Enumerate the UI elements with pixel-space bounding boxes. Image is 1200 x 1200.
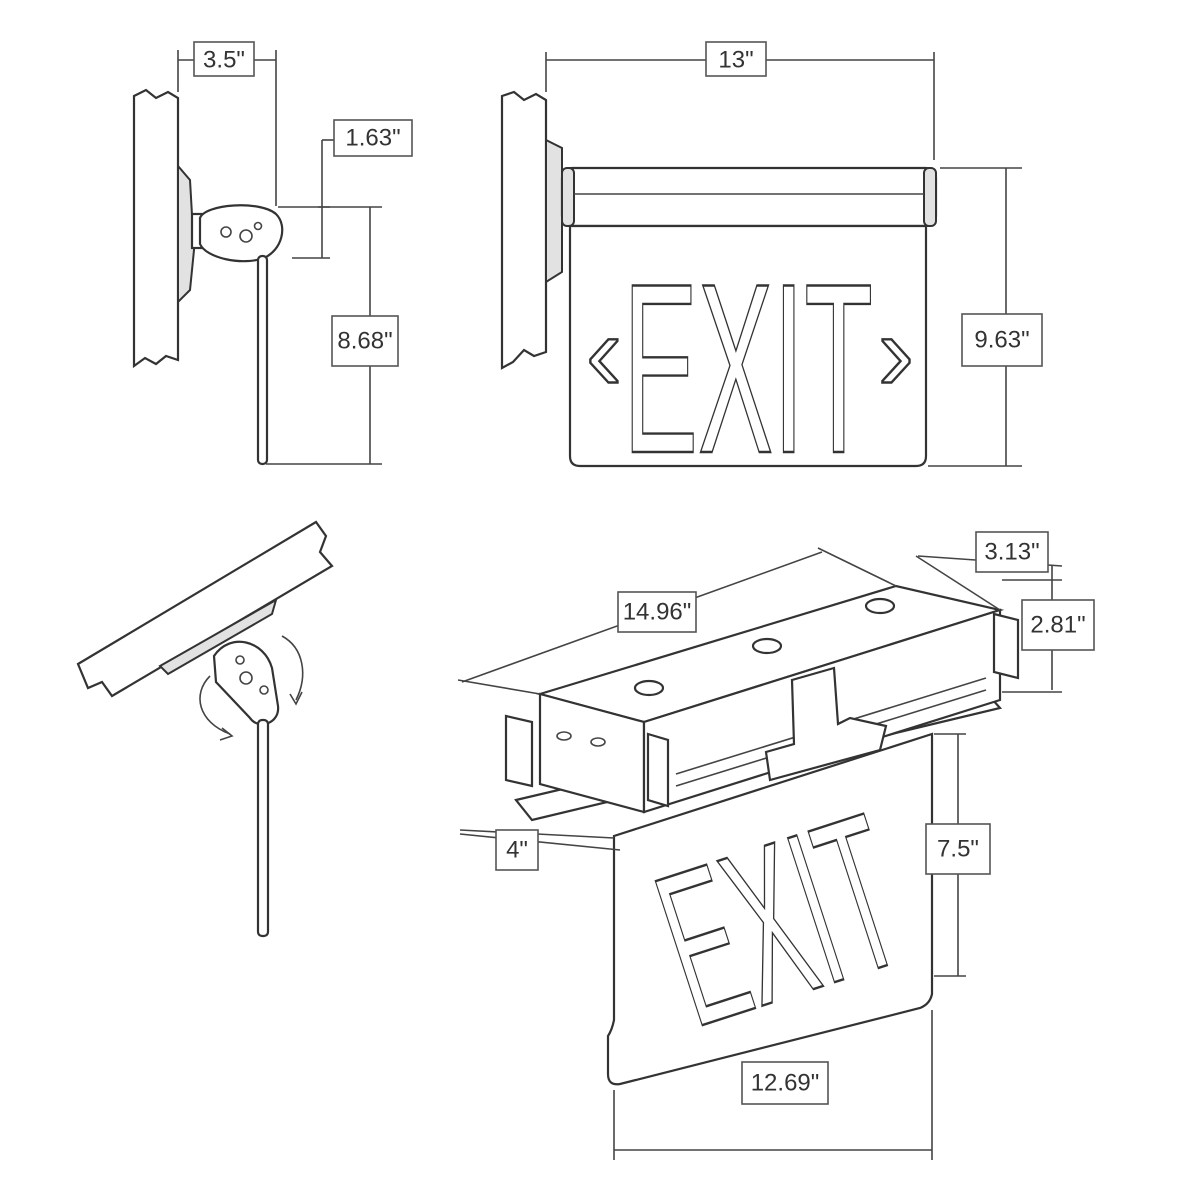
side-mount-screw-2 xyxy=(239,229,253,243)
recessed-left-clip xyxy=(504,714,534,788)
recessed-front-clip xyxy=(646,732,670,808)
side-depth-label: 3.5" xyxy=(203,47,245,74)
front-housing xyxy=(560,166,938,228)
ceiling-rotate-arrow-left xyxy=(199,675,231,735)
side-mount-screw-1 xyxy=(220,226,232,238)
side-view: 3.5" 1.63" 8.68" xyxy=(132,41,413,466)
front-left-chevron: ‹ xyxy=(586,291,623,414)
front-right-chevron: › xyxy=(878,291,915,414)
side-canopy-label: 1.63" xyxy=(345,125,400,152)
front-sign-panel xyxy=(568,224,928,468)
side-panel-edge xyxy=(256,254,269,466)
front-wall xyxy=(500,90,548,370)
front-exit-text: EXIT xyxy=(623,234,873,504)
recessed-offset-label: 4" xyxy=(506,837,528,864)
ceiling-canopy-plate xyxy=(158,597,278,676)
side-canopy-plate xyxy=(177,163,196,305)
recessed-right-clip xyxy=(992,612,1020,680)
front-housing-left-cap xyxy=(561,167,575,227)
recessed-offset-dimline xyxy=(459,833,621,851)
recessed-depth-label: 3.13" xyxy=(984,539,1039,566)
front-wall-plate xyxy=(545,138,563,284)
ceiling-panel-edge xyxy=(256,718,270,938)
ceiling-view xyxy=(76,520,334,938)
side-wall xyxy=(132,88,180,369)
front-height-label: 9.63" xyxy=(974,327,1029,354)
ceiling-swivel-mount xyxy=(212,640,280,726)
recessed-panel-height-label: 7.5" xyxy=(937,836,979,863)
recessed-center-bracket xyxy=(764,666,888,782)
side-height-label: 8.68" xyxy=(337,328,392,355)
front-width-label: 13" xyxy=(718,47,753,74)
recessed-view: EXIT 14.96" 3.13" 2.81" 4" 7.5" 12.69" xyxy=(457,531,1095,1160)
recessed-length-label: 14.96" xyxy=(623,599,692,626)
front-housing-right-cap xyxy=(923,167,937,227)
recessed-panel-width-label: 12.69" xyxy=(751,1070,820,1097)
ceiling-slab xyxy=(76,520,334,698)
front-view: EXIT ‹ › 13" 9.63" xyxy=(500,41,1043,505)
recessed-box-height-label: 2.81" xyxy=(1030,612,1085,639)
ceiling-rotate-arrow-right xyxy=(281,635,304,701)
side-mount-screw-3 xyxy=(253,221,263,231)
recessed-sign-panel xyxy=(606,732,934,1086)
